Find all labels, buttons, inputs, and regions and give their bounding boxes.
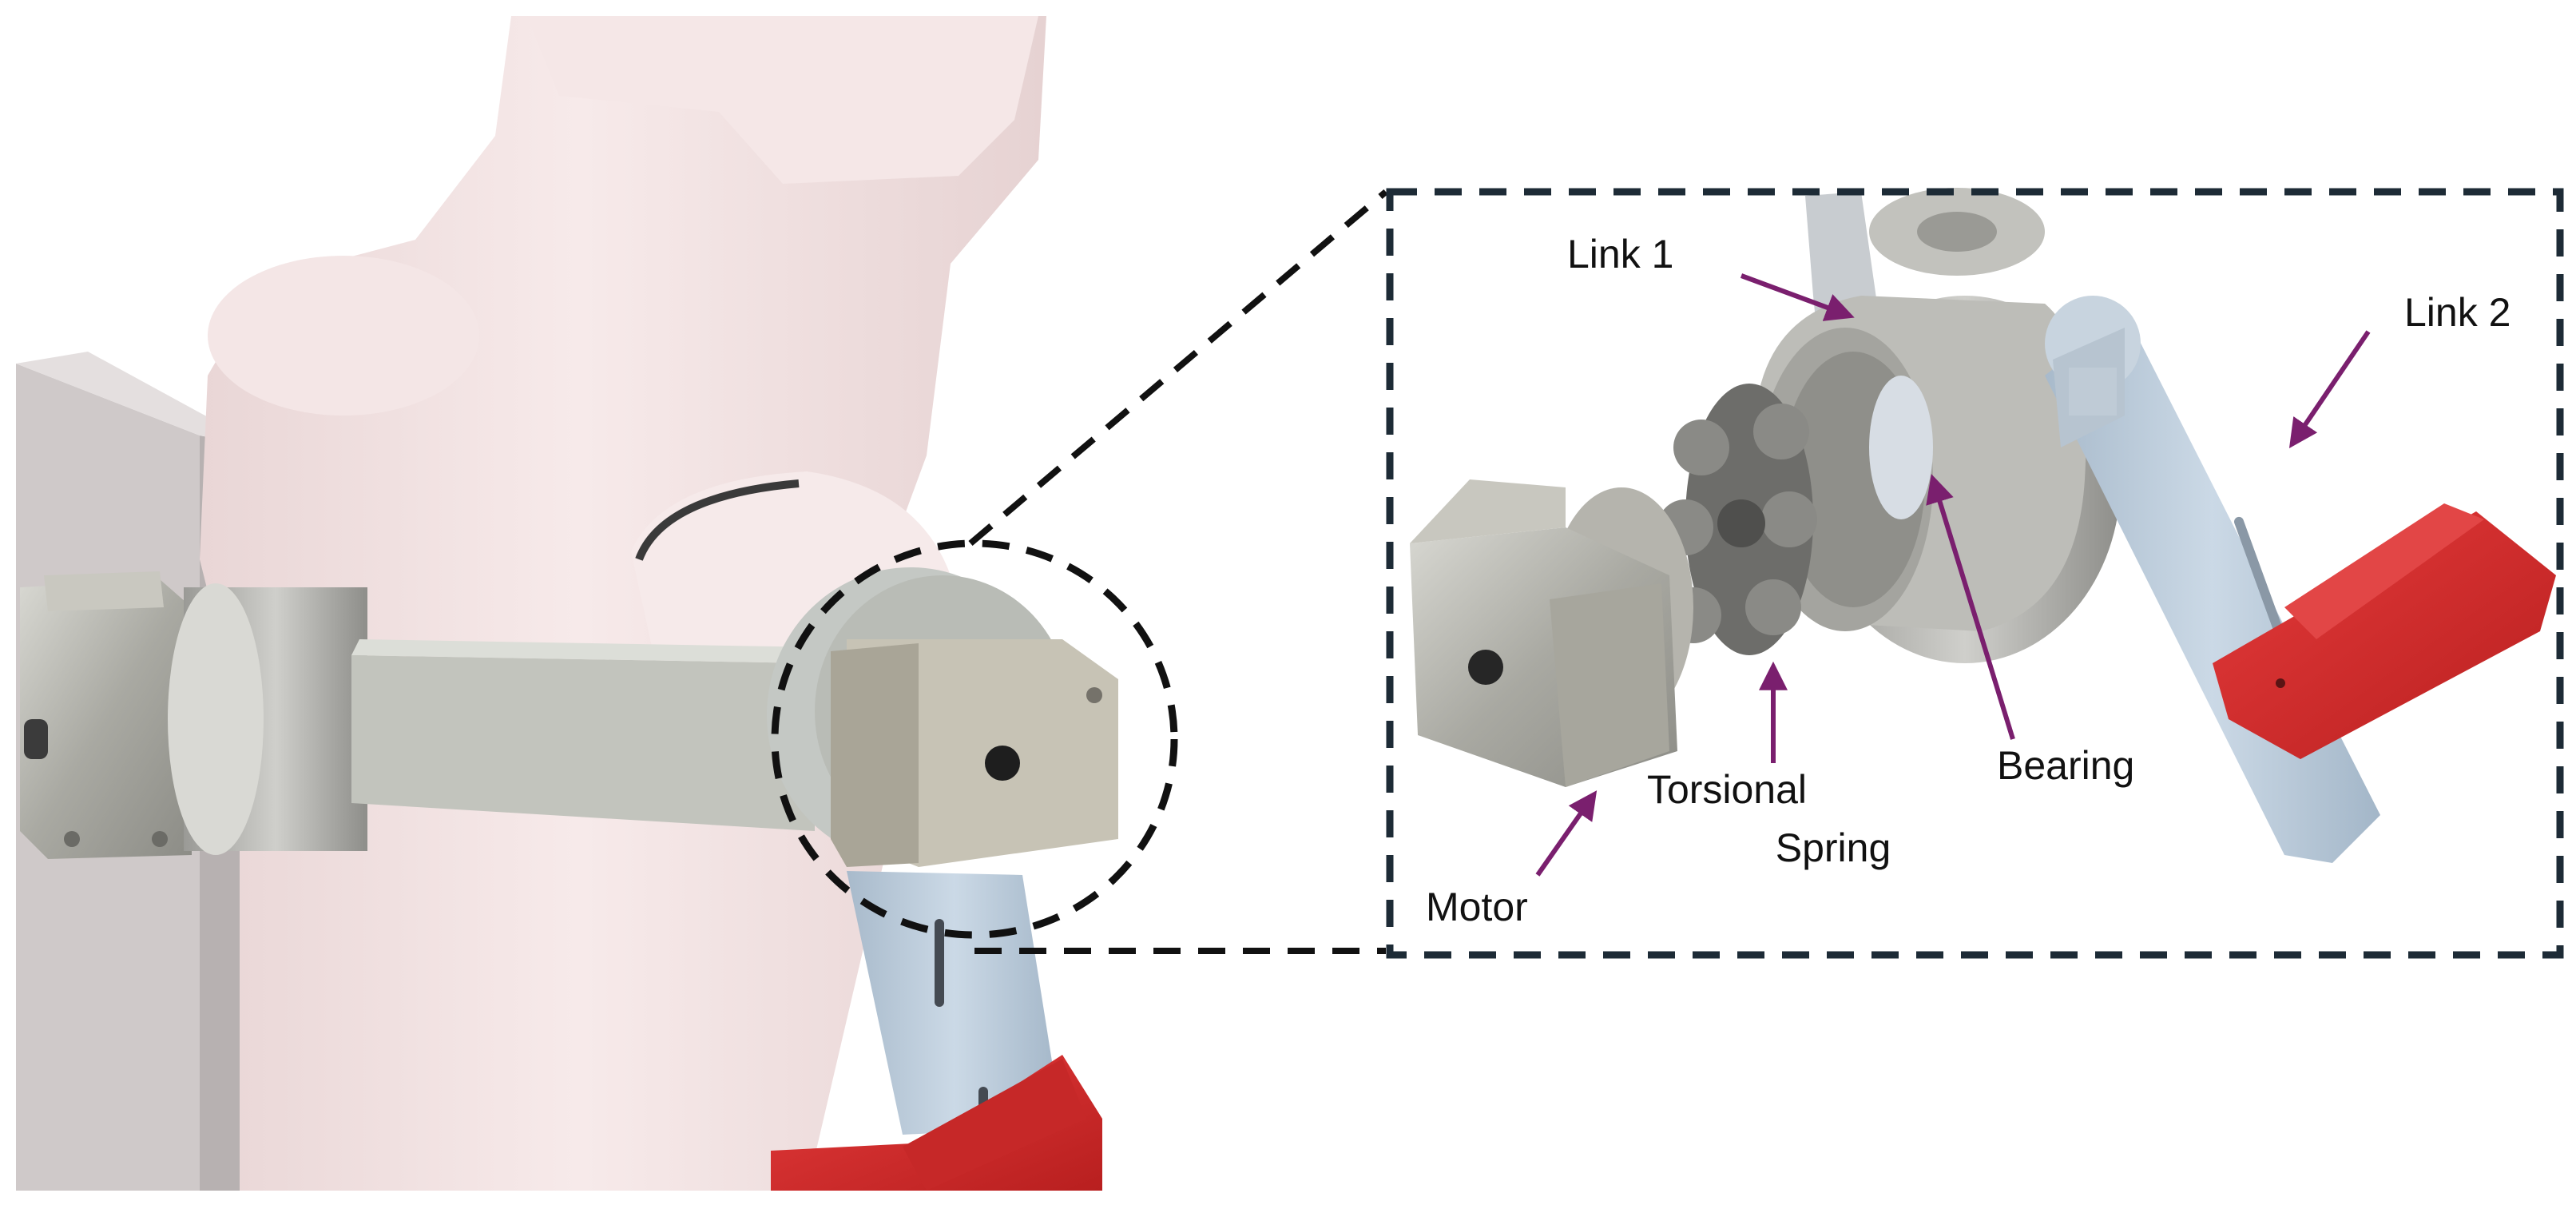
left-assembly [16, 16, 1178, 1191]
exploded-view-panel: Link 1 Link 2 Torsional Spring Bearing M… [1386, 188, 2564, 959]
label-link-2: Link 2 [2404, 290, 2511, 335]
label-motor: Motor [1426, 885, 1528, 929]
exploded-arm-cuff [2213, 503, 2556, 759]
left-arm-cuff [771, 1055, 1102, 1191]
motor-arrow [1535, 790, 1598, 877]
arm-bar [351, 639, 823, 831]
bearing-arrow [1926, 474, 2015, 740]
label-bearing: Bearing [1997, 743, 2134, 788]
arrows [1535, 273, 2371, 877]
zoom-circle [771, 539, 1178, 939]
exploded-torsional-spring [1657, 384, 1817, 655]
exploded-motor [1410, 479, 1693, 787]
shoulder-actuator [767, 567, 1118, 867]
link2-arrow [2288, 330, 2371, 448]
exploded-bearing-housing [1757, 296, 2121, 663]
zoom-frame [1386, 188, 2564, 959]
left-motor [20, 571, 192, 859]
link1-arrow [1740, 273, 1855, 321]
label-spring: Spring [1776, 825, 1891, 870]
left-hub [168, 583, 367, 855]
zoom-callout-lines [968, 189, 1388, 954]
label-link-1: Link 1 [1567, 232, 1673, 276]
label-torsional: Torsional [1647, 767, 1807, 812]
labels: Link 1 Link 2 Torsional Spring Bearing M… [1426, 232, 2511, 929]
